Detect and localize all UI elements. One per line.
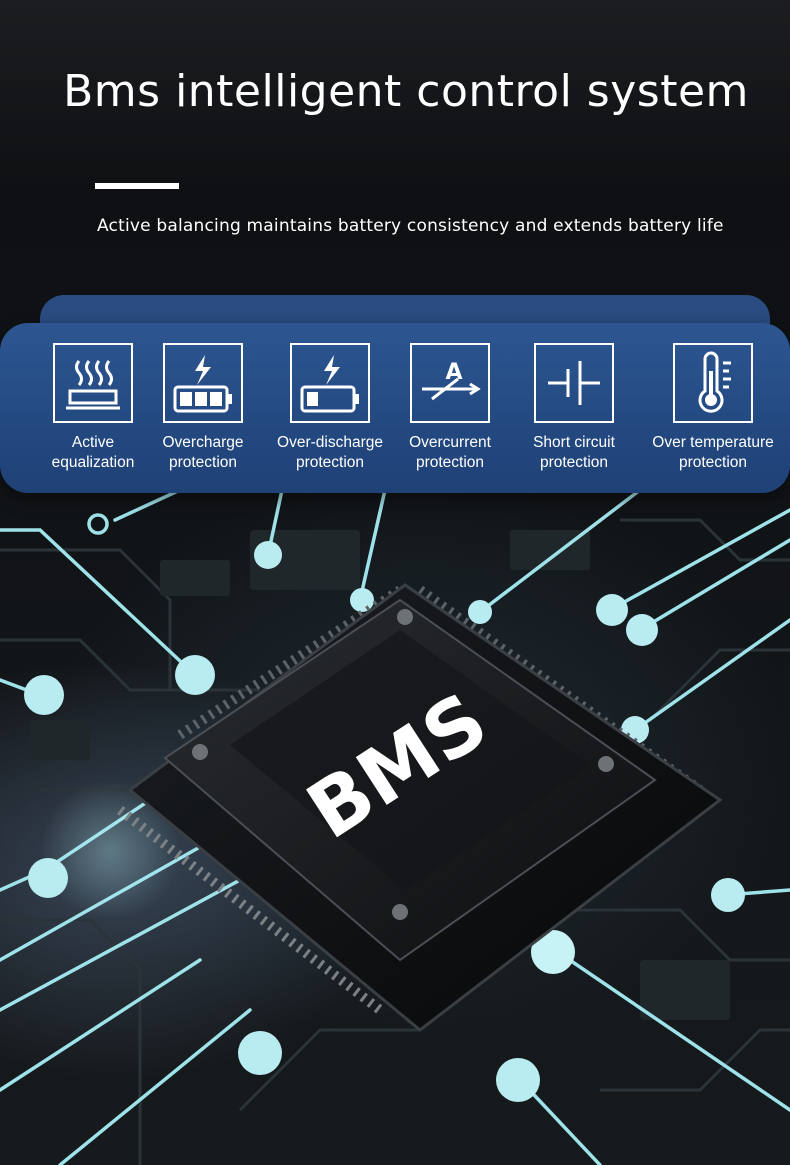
feature-label-line2: protection [295, 454, 365, 471]
feature-label-line2: equalization [51, 454, 135, 471]
feature-label-line1: Active [71, 434, 115, 451]
bms-chip: BMS [116, 583, 723, 1032]
capacitor-icon [534, 343, 614, 423]
battery-charging-icon [163, 343, 243, 423]
feature-over-discharge-protection: Over-discharge protection [255, 343, 405, 473]
pcb-pads [30, 530, 730, 1020]
feature-label-line1: Overcurrent [409, 434, 491, 451]
feature-label-line1: Over-discharge [277, 434, 383, 451]
feature-over-temperature-protection: Over temperature protection [638, 343, 788, 473]
circuit-nodes [24, 513, 745, 1102]
title-accent-bar [95, 183, 179, 189]
feature-short-circuit-protection: Short circuit protection [499, 343, 649, 473]
feature-label-line2: protection [415, 454, 485, 471]
feature-active-equalization: Active equalization [18, 343, 168, 473]
ammeter-icon: A [410, 343, 490, 423]
battery-low-icon [290, 343, 370, 423]
feature-label-line1: Over temperature [652, 434, 774, 451]
bms-chip-illustration: BMS [0, 490, 790, 1165]
feature-overcurrent-protection: A Overcurrent protection [375, 343, 525, 473]
feature-label-line1: Short circuit [533, 434, 615, 451]
feature-label-line1: Overcharge [162, 434, 244, 451]
page-title: Bms intelligent control system [63, 66, 749, 117]
feature-overcharge-protection: Overcharge protection [128, 343, 278, 473]
heating-icon [53, 343, 133, 423]
svg-text:A: A [445, 360, 462, 385]
thermometer-icon [673, 343, 753, 423]
feature-label-line2: protection [539, 454, 609, 471]
feature-label-line2: protection [678, 454, 748, 471]
feature-label-line2: protection [168, 454, 238, 471]
page-subtitle: Active balancing maintains battery consi… [97, 216, 724, 236]
